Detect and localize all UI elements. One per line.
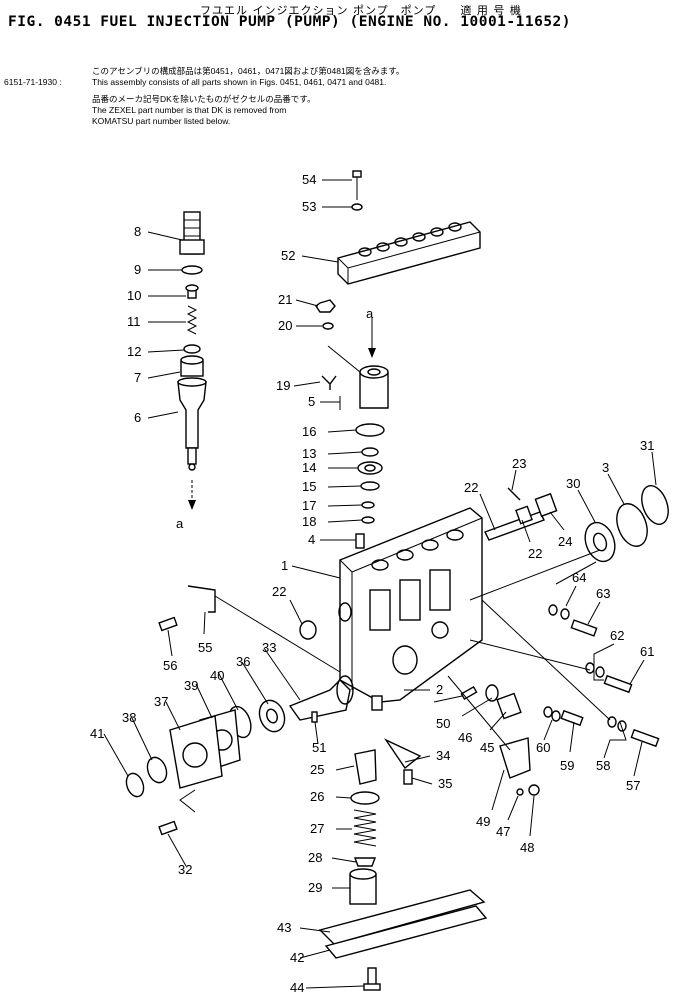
callout-11: 11	[127, 314, 141, 329]
callout-23: 22	[464, 480, 478, 495]
right-fittings	[447, 599, 660, 796]
callout-28: 27	[310, 821, 324, 836]
callout-16: 16	[302, 424, 316, 439]
assembly-part-number: 6151-71-1930 :	[4, 77, 62, 87]
note-en-2b: KOMATSU part number listed below.	[92, 116, 231, 126]
callout-a-left: a	[176, 516, 184, 531]
callout-35: 34	[436, 748, 450, 763]
callout-63: 62	[610, 628, 624, 643]
japanese-title: フユエル インジエクション ポンプ ポンプ 適 用 号 機	[200, 4, 522, 17]
callout-65: 64	[572, 570, 586, 585]
left-fittings	[158, 585, 341, 673]
callout-29: 28	[308, 850, 322, 865]
callout-22-left: 22	[272, 584, 286, 599]
callout-19: 19	[276, 378, 290, 393]
delivery-valve-stack	[177, 211, 207, 510]
shaft-assembly	[469, 485, 669, 601]
callout-64: 63	[596, 586, 610, 601]
callout-52: 51	[312, 740, 326, 755]
callout-62: 61	[640, 644, 654, 659]
callout-7: 7	[134, 370, 141, 385]
callout-54: 53	[302, 199, 316, 214]
callout-25: 24	[558, 534, 572, 549]
callout-22-right: 22	[528, 546, 542, 561]
callout-4: 4	[308, 532, 315, 547]
note-en-2a: The ZEXEL part number is that DK is remo…	[92, 105, 287, 115]
callout-51: 50	[436, 716, 450, 731]
callout-1: 1	[281, 558, 288, 573]
callout-2: 2	[436, 682, 443, 697]
note-jp-1: このアセンブリの構成部品は第0451，0461，0471図および第0481図を含…	[92, 66, 405, 76]
callout-41: 40	[210, 668, 224, 683]
callout-8: 8	[134, 224, 141, 239]
callout-15: 15	[302, 479, 316, 494]
callout-59: 58	[596, 758, 610, 773]
callout-38: 37	[154, 694, 168, 709]
callout-47: 46	[458, 730, 472, 745]
callout-60: 59	[560, 758, 574, 773]
callout-5: 5	[308, 394, 315, 409]
callout-46: 45	[480, 740, 494, 755]
callout-9: 9	[134, 262, 141, 277]
callout-20: 20	[278, 318, 292, 333]
callout-43: 42	[290, 950, 304, 965]
callout-3: 3	[602, 460, 609, 475]
callout-39: 38	[122, 710, 136, 725]
top-cover-assembly	[337, 170, 481, 285]
callout-36: 35	[438, 776, 452, 791]
callout-44: 43	[277, 920, 291, 935]
pump-housing	[338, 507, 483, 711]
callout-49: 48	[520, 840, 534, 855]
callout-labels: 8 9 10 11 12 7 6 a 54 53 52 21 20 a 19 5…	[90, 172, 654, 995]
callout-48: 47	[496, 824, 510, 839]
callout-10: 10	[127, 288, 141, 303]
callout-12: 12	[127, 344, 141, 359]
callout-33: 32	[178, 862, 192, 877]
callout-53: 52	[281, 248, 295, 263]
figure-title: FIG. 0451 FUEL INJECTION PUMP (PUMP) (EN…	[8, 14, 572, 30]
callout-18: 18	[302, 514, 316, 529]
callout-14: 14	[302, 460, 316, 475]
callout-26: 25	[310, 762, 324, 777]
callout-21: 21	[278, 292, 292, 307]
callout-45: 44	[290, 980, 304, 995]
callout-17: 17	[302, 498, 316, 513]
callout-61: 60	[536, 740, 550, 755]
callout-42: 41	[90, 726, 104, 741]
note-jp-2: 品番のメーカ記号DKを除いたものがゼクセルの品番です。	[92, 94, 316, 104]
callout-50: 49	[476, 814, 490, 829]
callout-13: 13	[302, 446, 316, 461]
callout-31: 30	[566, 476, 580, 491]
callout-58: 57	[626, 778, 640, 793]
callout-57: 56	[163, 658, 177, 673]
callout-27: 26	[310, 789, 324, 804]
callout-56: 55	[198, 640, 212, 655]
callout-37: 36	[236, 654, 250, 669]
plunger-stack	[315, 299, 389, 549]
callout-30: 29	[308, 880, 322, 895]
tappet-stack	[318, 738, 488, 991]
callout-55: 54	[302, 172, 316, 187]
callout-40: 39	[184, 678, 198, 693]
callout-34: 33	[262, 640, 276, 655]
note-en-1: This assembly consists of all parts show…	[92, 77, 387, 87]
callout-a-top: a	[366, 306, 374, 321]
callout-32: 31	[640, 438, 654, 453]
leader-lines	[103, 179, 657, 989]
callout-24: 23	[512, 456, 526, 471]
callout-6: 6	[134, 410, 141, 425]
